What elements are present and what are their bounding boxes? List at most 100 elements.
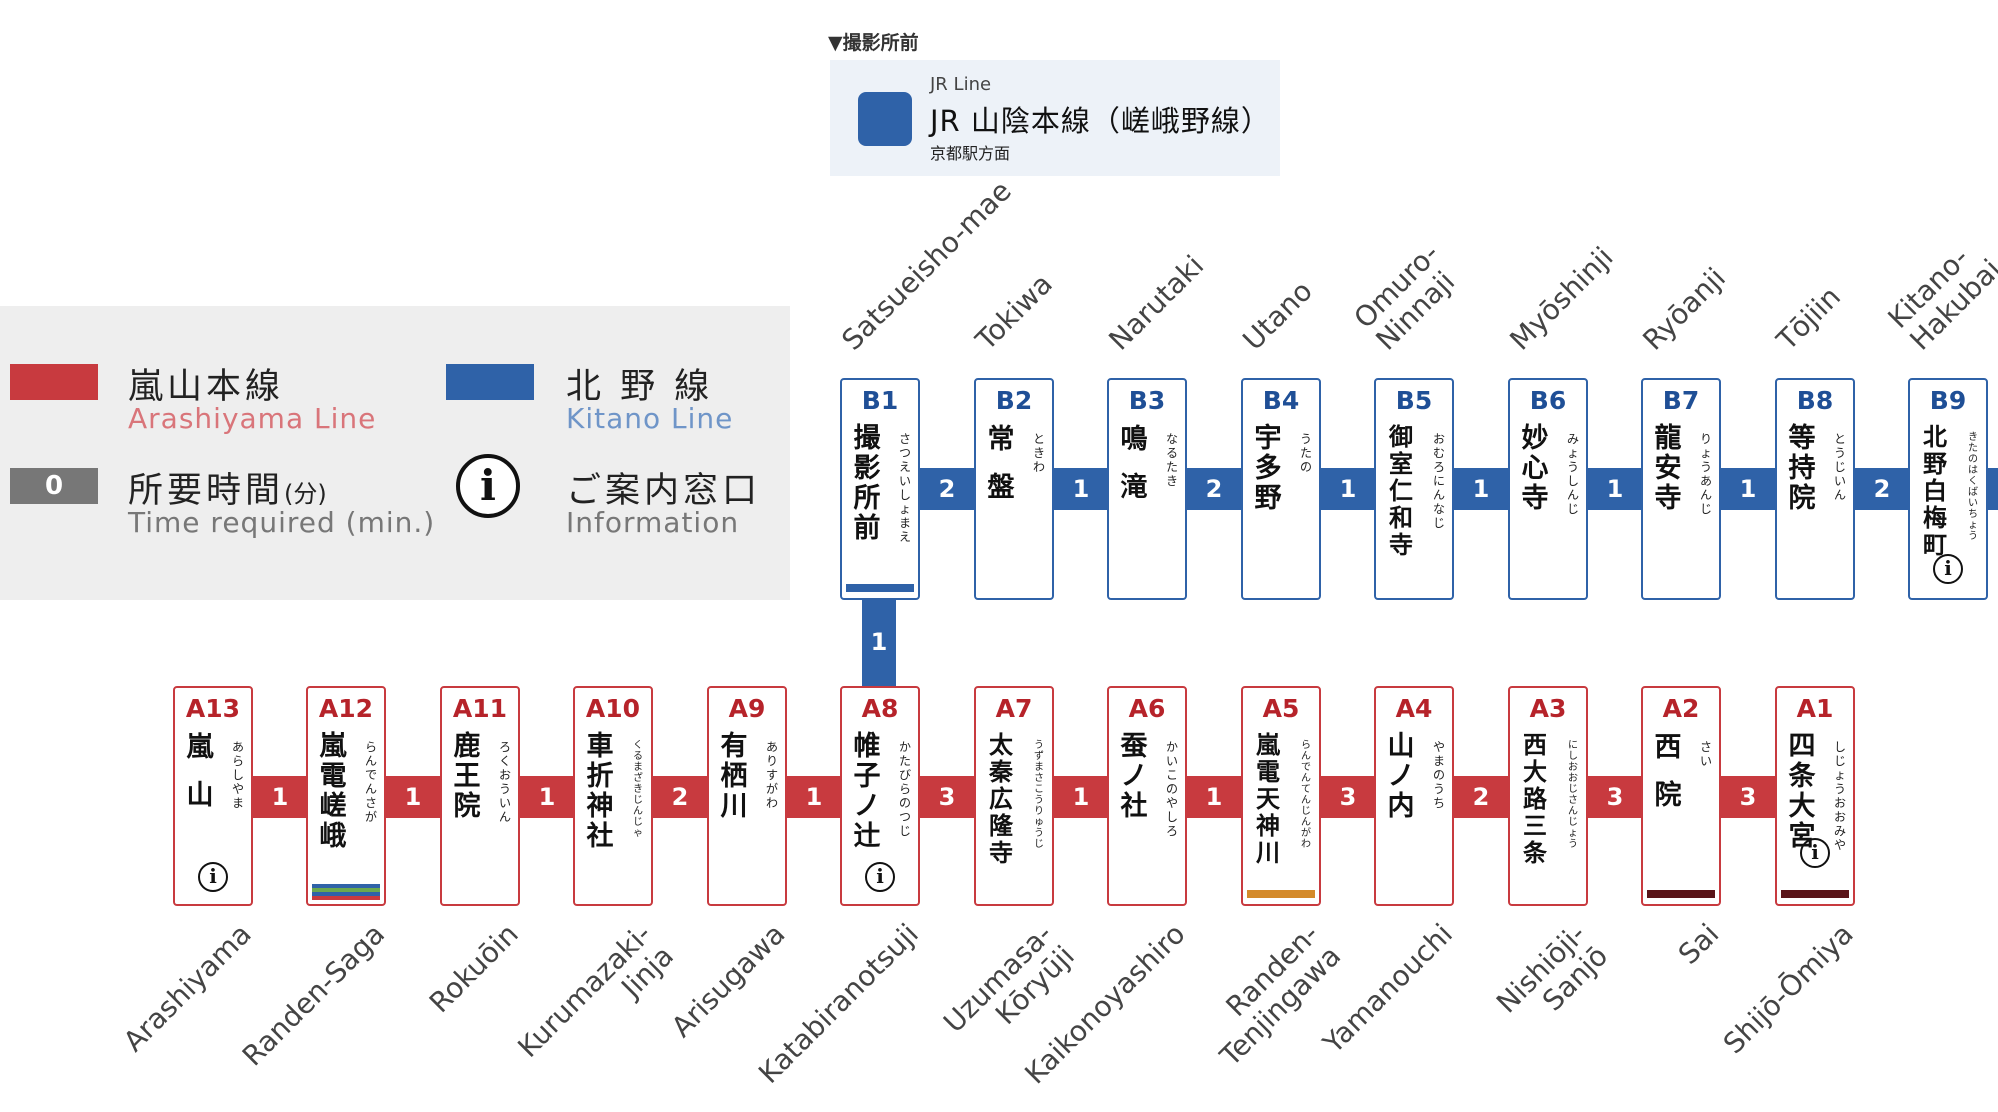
station-kana: うずまさこうりゅうじ [1034,740,1044,850]
jr-line-color-icon [858,92,912,146]
station-name-a9: Arisugawa [664,917,792,1044]
travel-time: 1 [1472,475,1490,503]
station-kanji: 車折神社 [586,731,614,852]
station-kana: うたの [1299,432,1312,474]
station-kanji: 等持院 [1788,423,1816,514]
station-color-stripe [312,896,380,900]
travel-time: 3 [1606,783,1624,811]
station-kanji: 西院 [1654,732,1682,811]
station-code: B1 [861,386,899,415]
station-name-a13: Arashiyama [116,917,258,1059]
station-name-a2: Sai [1671,917,1726,971]
station-kanji: 鳴滝 [1120,424,1148,503]
station-kanji: 常盤 [987,424,1015,503]
station-code: A2 [1662,694,1700,723]
travel-time: 1 [1339,475,1357,503]
legend-time-en: Time required (min.) [128,506,436,539]
station-name-b6: Myōshinji [1503,240,1620,357]
travel-time: 1 [1072,783,1090,811]
info-icon: i [865,862,895,892]
station-kanji: 嵐電天神川 [1256,731,1280,867]
station-name-b9: Kitano- Hakubai [1881,240,1998,357]
station-kanji: 西大路三条 [1523,731,1547,867]
station-kana: みょうしんじ [1566,432,1579,516]
jr-direction: 京都駅方面 [930,144,1011,163]
station-kana: くるまざきじんじゃ [633,740,643,839]
station-code: B3 [1128,386,1166,415]
travel-time: 1 [538,783,556,811]
station-code: A12 [318,694,374,723]
station-color-band [846,584,914,592]
station-kana: しじょうおおみや [1833,740,1846,852]
info-icon: i [1800,838,1830,868]
station-code: A6 [1128,694,1166,723]
station-name-b8: Tōjiin [1770,280,1847,357]
station-kana: かいこのやしろ [1165,740,1178,838]
travel-time: 1 [1739,475,1757,503]
legend-kitano-ja: 北 野 線 [566,367,714,407]
travel-time: 1 [1072,475,1090,503]
station-code: B7 [1662,386,1700,415]
station-code: A9 [728,694,766,723]
time-required-box: 0 [10,468,98,504]
station-kana: らんでんさが [364,740,377,824]
kitano-connector-time: 1 [870,628,888,656]
station-kana: かたびらのつじ [898,740,911,838]
station-name-a12: Randen-Saga [235,917,392,1073]
station-color-band [1247,890,1315,898]
legend-time-ja: 所要時間(分) [128,462,327,513]
station-code: A5 [1262,694,1300,723]
station-kanji: 蚕ノ社 [1120,731,1148,822]
station-name-b5: Omuro- Ninnaji [1347,236,1462,357]
jr-line-box: JR Line JR 山陰本線（嵯峨野線） 京都駅方面 [830,60,1280,176]
travel-time: 2 [1205,475,1223,503]
station-color-band [1647,890,1715,898]
travel-time: 1 [271,783,289,811]
station-a6[interactable]: A6 蚕ノ社 かいこのやしろ [1107,686,1187,906]
station-code: B2 [995,386,1033,415]
station-kana: おむろにんなじ [1432,432,1445,530]
station-name-a5: Randen- Tenjingawa [1213,917,1348,1073]
station-name-b4: Utano [1236,274,1319,357]
station-code: A8 [861,694,899,723]
travel-time: 3 [1339,783,1357,811]
travel-time: 1 [1606,475,1624,503]
station-code: B6 [1529,386,1567,415]
jr-heading: ▼撮影所前 [828,32,919,54]
station-color-band [1781,890,1849,898]
legend-arashiyama-en: Arashiyama Line [128,402,377,435]
station-kanji: 嵐山 [186,732,214,811]
station-kana: りょうあんじ [1699,432,1712,516]
station-name-b3: Narutaki [1102,248,1211,357]
station-name-a11: Rokuōin [422,917,525,1020]
station-kanji: 太秦広隆寺 [989,731,1013,867]
jr-line-japanese: JR 山陰本線（嵯峨野線） [930,104,1271,138]
info-icon: i [198,862,228,892]
station-code: A11 [452,694,508,723]
station-kana: とうじいん [1833,432,1846,502]
travel-time: 3 [938,783,956,811]
travel-time: 1 [1205,783,1223,811]
